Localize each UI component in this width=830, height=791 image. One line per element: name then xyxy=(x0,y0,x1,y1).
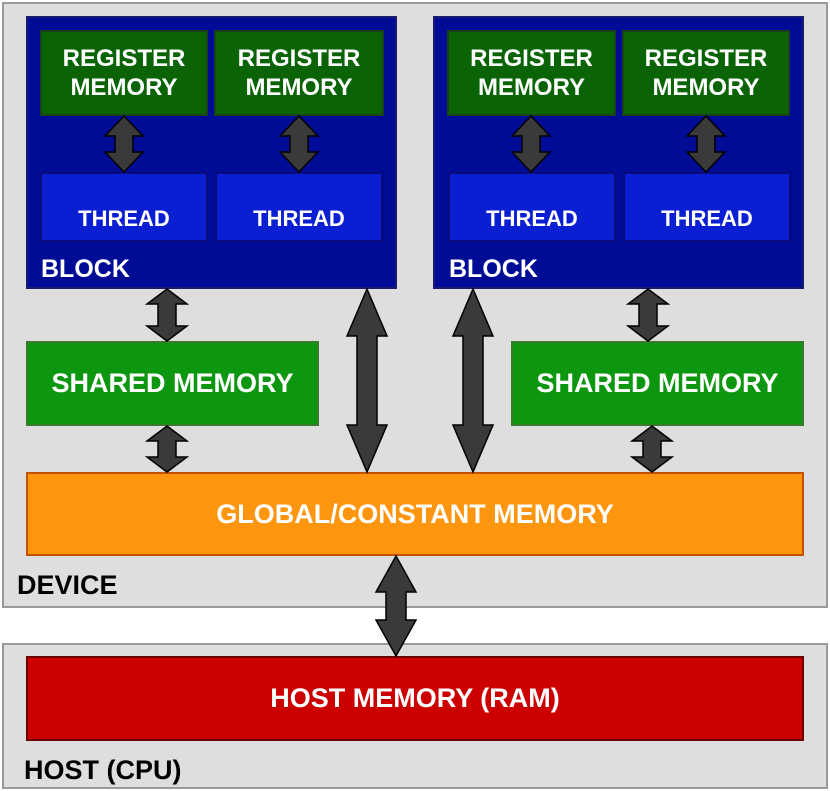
block-1-label: BLOCK xyxy=(41,255,130,283)
shared-memory-2: SHARED MEMORY xyxy=(511,341,804,426)
block-2-label: BLOCK xyxy=(449,255,538,283)
register-memory-2-2: REGISTER MEMORY xyxy=(622,30,790,116)
register-memory-1-2: REGISTER MEMORY xyxy=(214,30,384,116)
thread-1-1: THREAD xyxy=(40,172,208,242)
host-memory-ram: HOST MEMORY (RAM) xyxy=(26,656,804,741)
global-constant-memory: GLOBAL/CONSTANT MEMORY xyxy=(26,472,804,556)
host-label: HOST (CPU) xyxy=(24,755,182,785)
shared-memory-1: SHARED MEMORY xyxy=(26,341,319,426)
register-memory-1-1: REGISTER MEMORY xyxy=(40,30,208,116)
device-label: DEVICE xyxy=(17,570,118,600)
thread-1-2: THREAD xyxy=(215,172,383,242)
register-memory-2-1: REGISTER MEMORY xyxy=(447,30,616,116)
thread-2-2: THREAD xyxy=(623,172,791,242)
thread-2-1: THREAD xyxy=(448,172,616,242)
